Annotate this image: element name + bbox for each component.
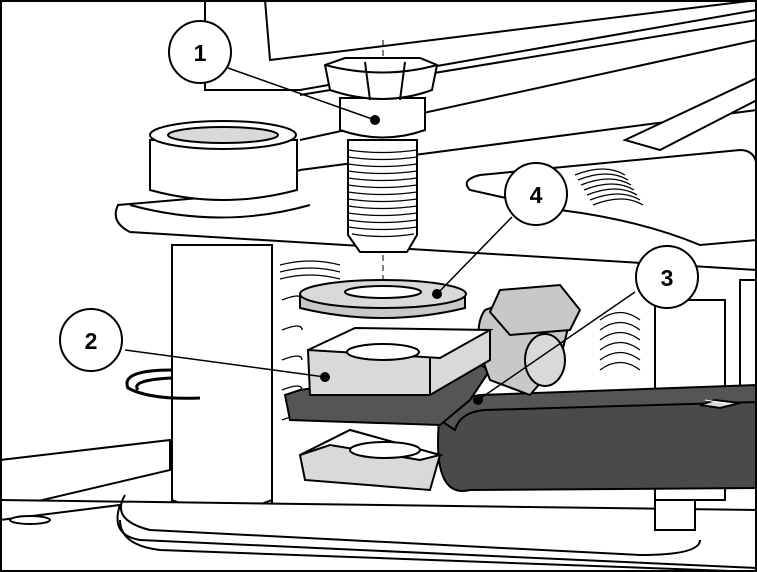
wire-clip <box>125 368 201 400</box>
callout-4-label: 4 <box>530 182 543 208</box>
callout-2-label: 2 <box>85 328 98 354</box>
bolt <box>323 40 439 280</box>
bolt-threads <box>347 149 418 238</box>
lower-block <box>298 428 444 492</box>
callout-3-label: 3 <box>661 265 674 291</box>
callout-4: 4 <box>504 162 568 226</box>
upper-block <box>306 326 494 396</box>
leader-4 <box>436 216 513 295</box>
leader-dots <box>320 115 483 405</box>
mounting-plate-upper <box>114 76 757 272</box>
base-plate <box>0 438 757 572</box>
callout-1: 1 <box>168 20 232 84</box>
callout-2: 2 <box>59 308 123 372</box>
left-post <box>171 244 273 511</box>
callout-1-label: 1 <box>194 40 207 66</box>
leader-dot-2 <box>320 372 330 382</box>
leader-3 <box>477 291 636 401</box>
leader-dot-3 <box>473 395 483 405</box>
leader-dot-4 <box>432 289 442 299</box>
callout-3: 3 <box>635 245 699 309</box>
washer <box>299 279 467 319</box>
leader-dot-1 <box>370 115 380 125</box>
leader-lines <box>124 67 636 401</box>
leader-1 <box>227 67 376 121</box>
post-collar <box>129 120 311 219</box>
leader-2 <box>124 349 326 378</box>
link-arm <box>437 383 757 492</box>
pivot-nut <box>477 283 582 397</box>
